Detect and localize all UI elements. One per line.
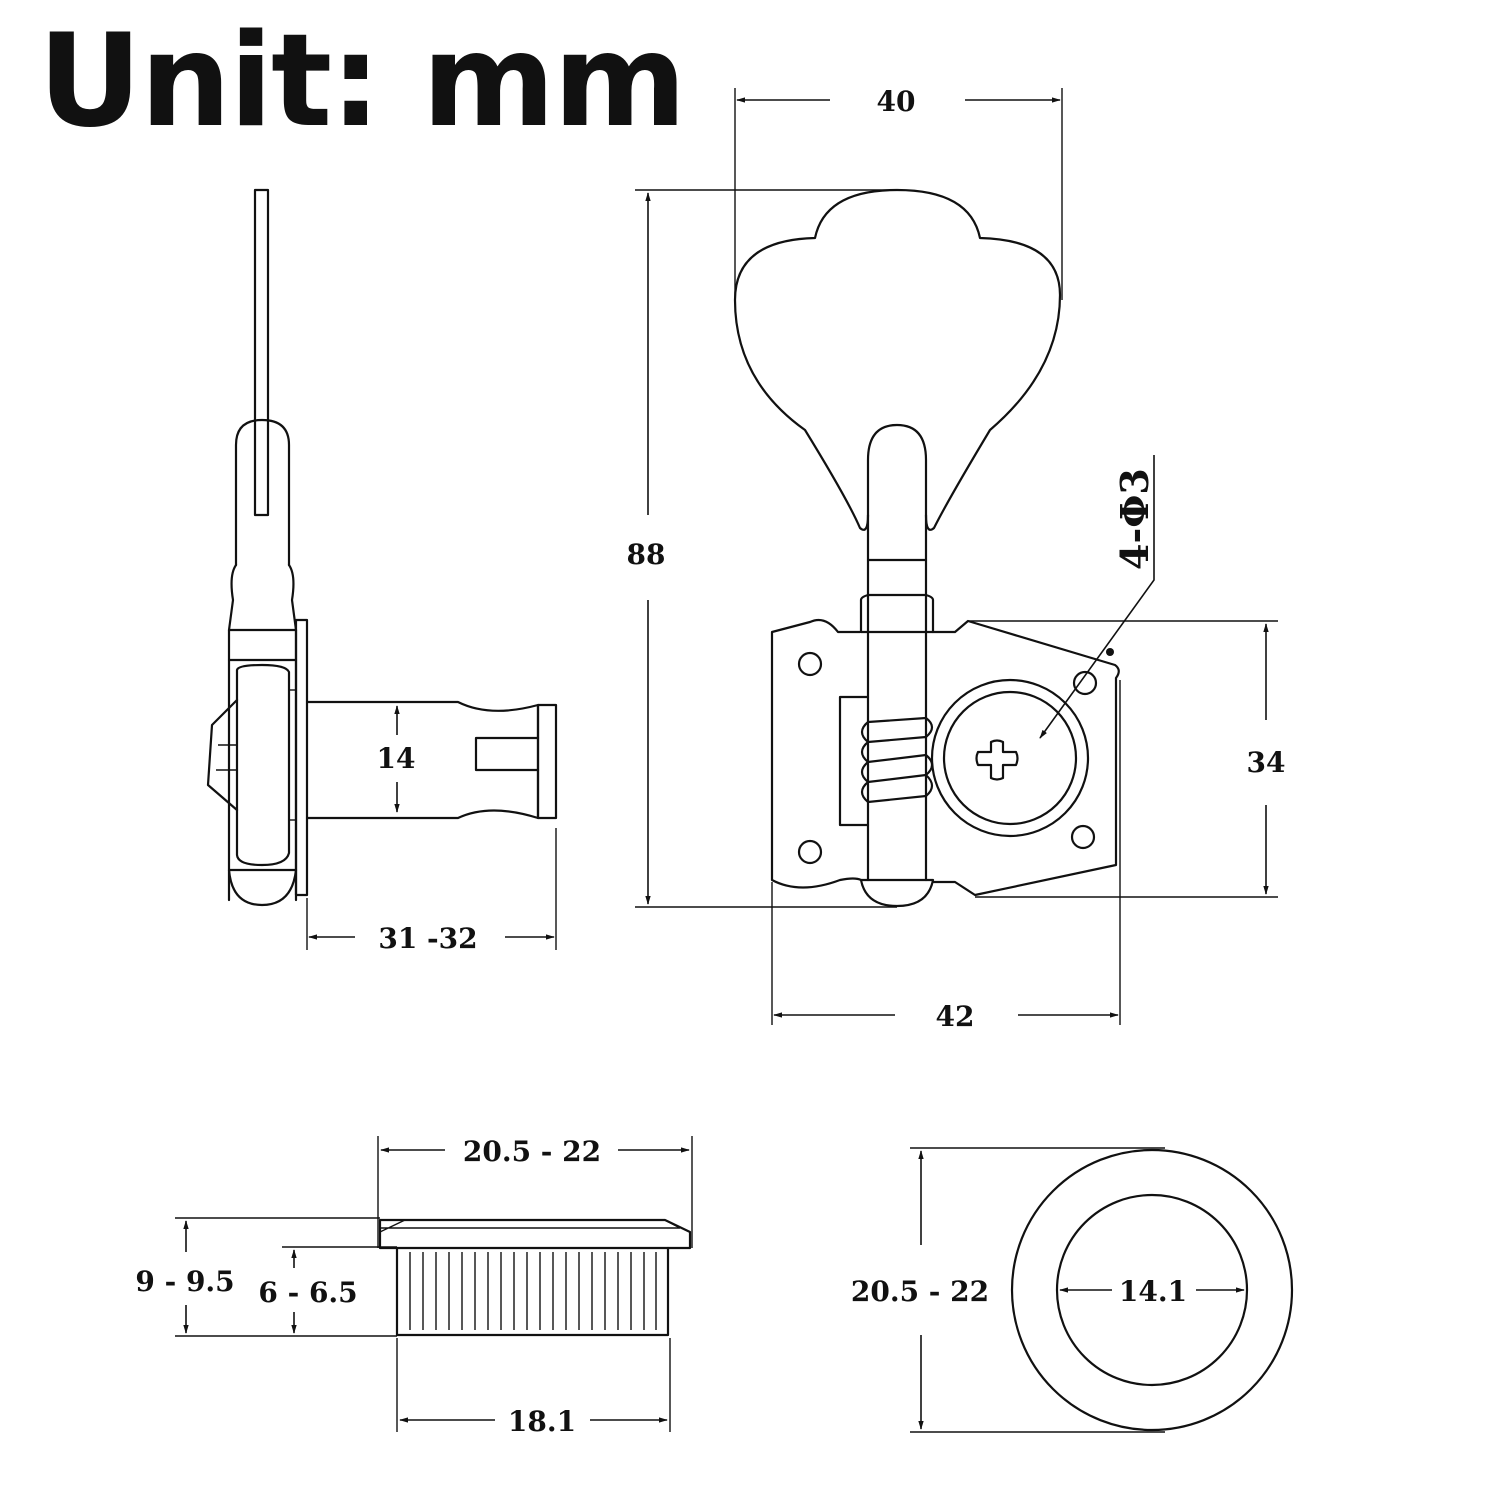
front-view-screw-head: [975, 739, 1019, 781]
front-view-hole-bottom-right: [1070, 824, 1096, 850]
front-view-plate: [770, 618, 1120, 897]
dim-plate-width: 42: [936, 1000, 975, 1033]
front-view: 4-Φ3 40 88 34 42: [627, 85, 1286, 1033]
front-view-collar: [859, 593, 935, 634]
front-view-gear-outer: [930, 678, 1090, 838]
front-view-gear-inner: [942, 690, 1078, 826]
bushing-knurl: [409, 1252, 657, 1330]
dim-bushing-total-height: 9 - 9.5: [135, 1265, 234, 1298]
front-view-hole-top-right: [1072, 670, 1098, 696]
unit-title: Unit: mm: [38, 7, 687, 156]
bushing-flange: [378, 1218, 692, 1250]
side-view-dome: [206, 698, 239, 812]
dim-plate-height: 34: [1247, 746, 1286, 779]
dim-bushing-flange: 20.5 - 22: [463, 1135, 601, 1168]
dim-knob-width: 40: [877, 85, 916, 118]
ring-outer-circle: [1010, 1148, 1294, 1432]
side-view-gear: [235, 663, 291, 867]
dim-post-length: 31 -32: [378, 922, 477, 955]
side-view-post-slot: [474, 736, 540, 772]
side-view-string-post: [305, 700, 540, 820]
dim-ring-inner: 14.1: [1119, 1275, 1187, 1308]
front-view-hole-bottom-left: [797, 839, 823, 865]
bushing-sleeve: [395, 1246, 670, 1337]
dim-ring-outer: 20.5 - 22: [851, 1275, 989, 1308]
side-view-collar: [227, 563, 298, 632]
ring-top-view: 20.5 - 22 14.1: [851, 1147, 1294, 1433]
side-view-base: [227, 868, 298, 907]
ring-inner-circle: [1055, 1193, 1249, 1387]
front-view-knob: [733, 188, 1062, 531]
front-view-base: [859, 878, 935, 908]
side-view-key-neck: [234, 418, 291, 567]
bushing-side-view: 20.5 - 22 9 - 9.5 6 - 6.5 18.1: [135, 1135, 693, 1438]
dim-total-height: 88: [627, 538, 666, 571]
front-view-worm: [860, 716, 934, 804]
dim-post-diameter: 14: [377, 742, 416, 775]
dim-bushing-sleeve: 18.1: [508, 1405, 576, 1438]
side-view-key-shaft: [253, 188, 270, 517]
side-view-post-cap: [536, 703, 558, 820]
front-view-hole-top-left: [797, 651, 823, 677]
dim-bushing-inner-height: 6 - 6.5: [258, 1276, 357, 1309]
leader-hole-spec: [1039, 455, 1155, 739]
side-view-plate: [294, 618, 309, 897]
side-view: 14 31 -32: [206, 188, 558, 955]
dim-hole-spec: 4-Φ3: [1112, 468, 1157, 570]
